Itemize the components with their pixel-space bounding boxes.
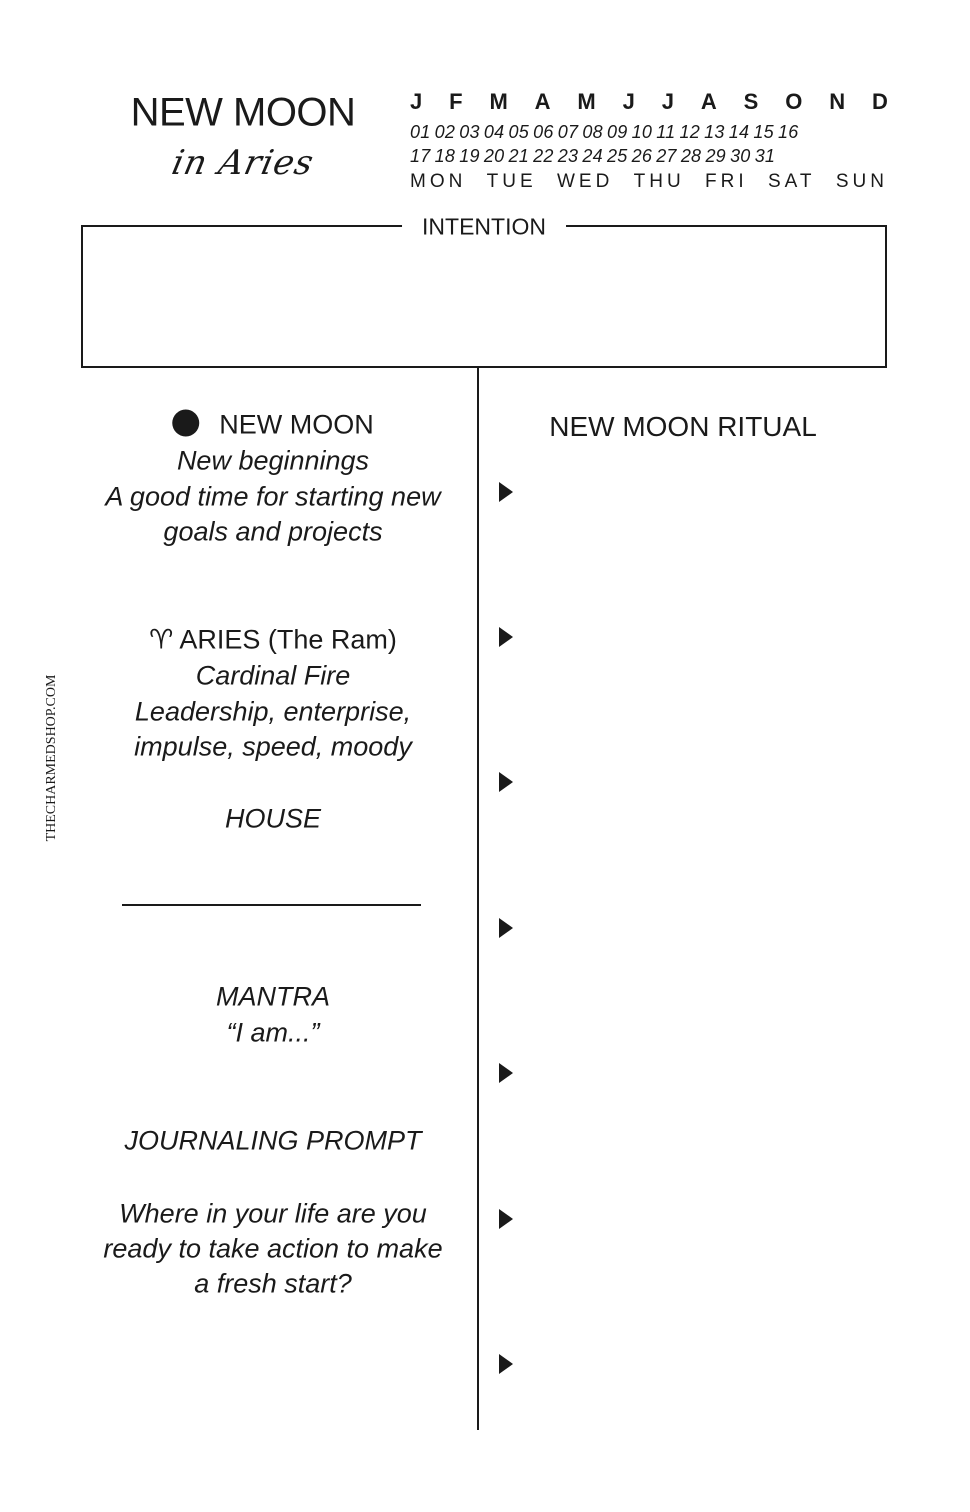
intention-label: INTENTION xyxy=(402,213,566,241)
month-dec[interactable]: D xyxy=(871,89,888,114)
journal-label: JOURNALING PROMPT xyxy=(124,1125,422,1156)
month-jun[interactable]: J xyxy=(622,89,635,114)
arrow-bullet-icon xyxy=(499,627,513,647)
month-jan[interactable]: J xyxy=(410,89,423,114)
weekday-mon[interactable]: MON xyxy=(410,171,467,192)
ritual-heading: NEW MOON RITUAL xyxy=(549,411,817,442)
journal-line: Where in your life are you xyxy=(119,1198,427,1229)
dates-row-2: 17 18 19 20 21 22 23 24 25 26 27 28 29 3… xyxy=(410,146,776,166)
page-subtitle: in Aries xyxy=(168,143,318,183)
intention-box[interactable] xyxy=(81,225,887,368)
weekday-thu[interactable]: THU xyxy=(633,171,685,192)
weekday-tue[interactable]: TUE xyxy=(486,171,537,192)
new-moon-icon xyxy=(172,409,200,437)
arrow-bullet-icon xyxy=(499,772,513,792)
sign-heading: ♈︎ ARIES (The Ram) xyxy=(149,625,397,656)
month-apr[interactable]: A xyxy=(534,89,551,114)
journal-line: ready to take action to make xyxy=(103,1233,443,1264)
weekday-selector: MON TUE WED THU FRI SAT SUN xyxy=(410,171,888,193)
watermark: THECHARMEDSHOP.COM xyxy=(44,674,59,842)
aries-icon: ♈︎ xyxy=(149,624,174,655)
month-nov[interactable]: N xyxy=(829,89,846,114)
weekday-sat[interactable]: SAT xyxy=(767,171,816,192)
arrow-bullet-icon xyxy=(499,1063,513,1083)
month-mar[interactable]: M xyxy=(489,89,508,114)
house-label: HOUSE xyxy=(224,803,322,834)
month-aug[interactable]: A xyxy=(700,89,717,114)
weekday-fri[interactable]: FRI xyxy=(705,171,748,192)
moon-heading: NEW MOON xyxy=(172,409,374,441)
arrow-bullet-icon xyxy=(499,1209,513,1229)
month-may[interactable]: M xyxy=(577,89,596,114)
month-selector: J F M A M J J A S O N D xyxy=(410,89,888,115)
month-feb[interactable]: F xyxy=(449,89,463,114)
moon-line: New beginnings xyxy=(176,445,370,476)
dates-row-1: 01 02 03 04 05 06 07 08 09 10 11 12 13 1… xyxy=(410,122,799,142)
sign-line: Cardinal Fire xyxy=(195,660,351,691)
month-oct[interactable]: O xyxy=(785,89,803,114)
journal-line: a fresh start? xyxy=(194,1268,352,1299)
arrow-bullet-icon xyxy=(499,1354,513,1374)
moon-heading-text: NEW MOON xyxy=(219,409,374,440)
month-sep[interactable]: S xyxy=(743,89,759,114)
month-jul[interactable]: J xyxy=(661,89,674,114)
sign-line: Leadership, enterprise, xyxy=(134,696,412,727)
sign-heading-text: ARIES (The Ram) xyxy=(179,624,397,655)
column-divider xyxy=(477,366,479,1430)
arrow-bullet-icon xyxy=(499,482,513,502)
weekday-sun[interactable]: SUN xyxy=(835,171,888,192)
mantra-text: “I am...” xyxy=(226,1017,320,1048)
weekday-wed[interactable]: WED xyxy=(556,171,614,192)
house-input-line[interactable] xyxy=(122,904,421,906)
moon-line: A good time for starting new xyxy=(105,481,441,512)
page-title: NEW MOON xyxy=(130,90,356,135)
arrow-bullet-icon xyxy=(499,918,513,938)
sign-line: impulse, speed, moody xyxy=(134,731,412,762)
moon-line: goals and projects xyxy=(163,516,383,547)
mantra-label: MANTRA xyxy=(216,981,330,1012)
